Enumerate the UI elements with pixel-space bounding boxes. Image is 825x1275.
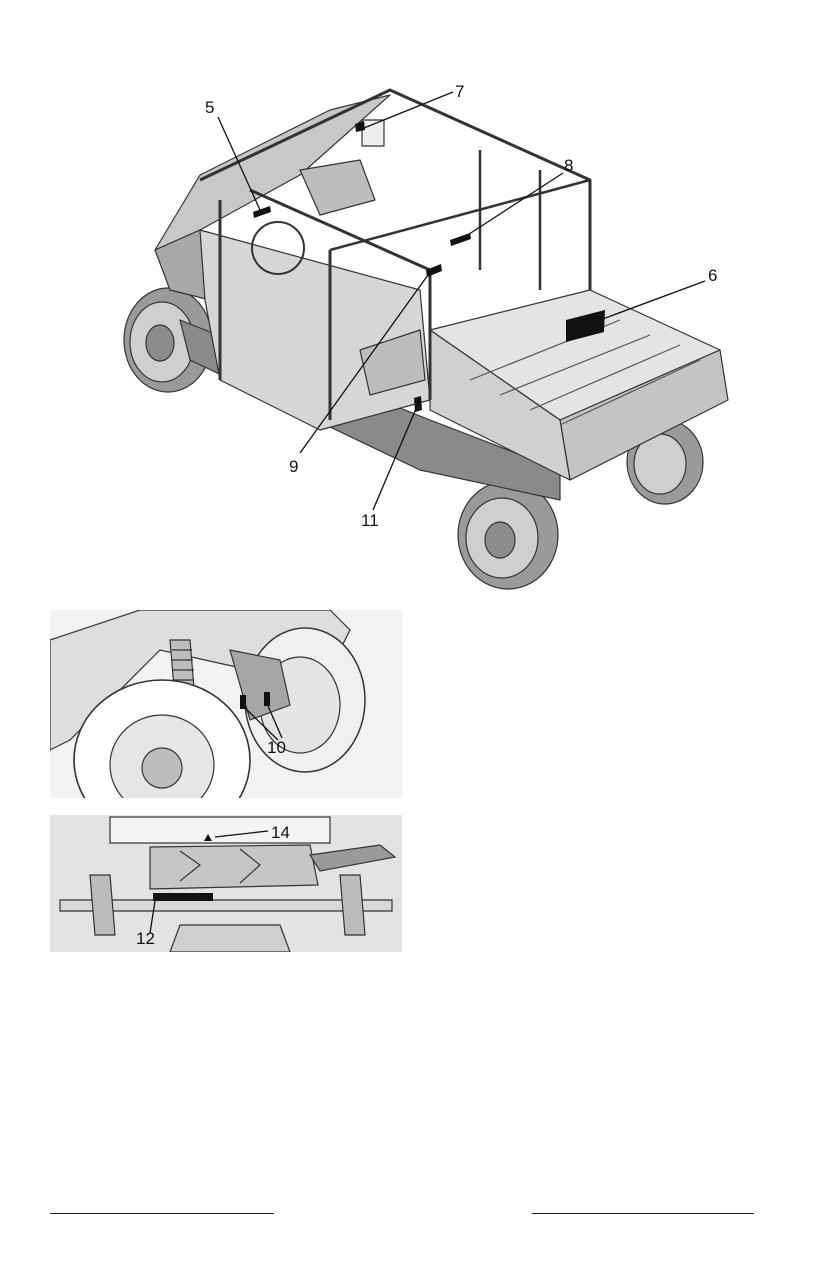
callout-leaders bbox=[217, 91, 706, 511]
callout-5: 5 bbox=[205, 98, 215, 117]
callout-7: 7 bbox=[455, 82, 465, 101]
callout-6: 6 bbox=[708, 266, 718, 285]
underbody-detail-illustration bbox=[50, 815, 402, 952]
footer-rule-left bbox=[50, 1213, 274, 1214]
callout-11: 11 bbox=[361, 511, 379, 530]
vehicle-illustration bbox=[123, 88, 729, 590]
callout-8: 8 bbox=[564, 156, 574, 175]
rear-left-wheel bbox=[457, 480, 559, 590]
callout-10: 10 bbox=[267, 738, 286, 757]
callout-12: 12 bbox=[136, 929, 155, 948]
callout-9: 9 bbox=[289, 457, 299, 476]
callout-14: 14 bbox=[271, 823, 290, 842]
rear-wheel-detail-illustration bbox=[50, 610, 402, 798]
footer-rule-right bbox=[532, 1213, 754, 1214]
